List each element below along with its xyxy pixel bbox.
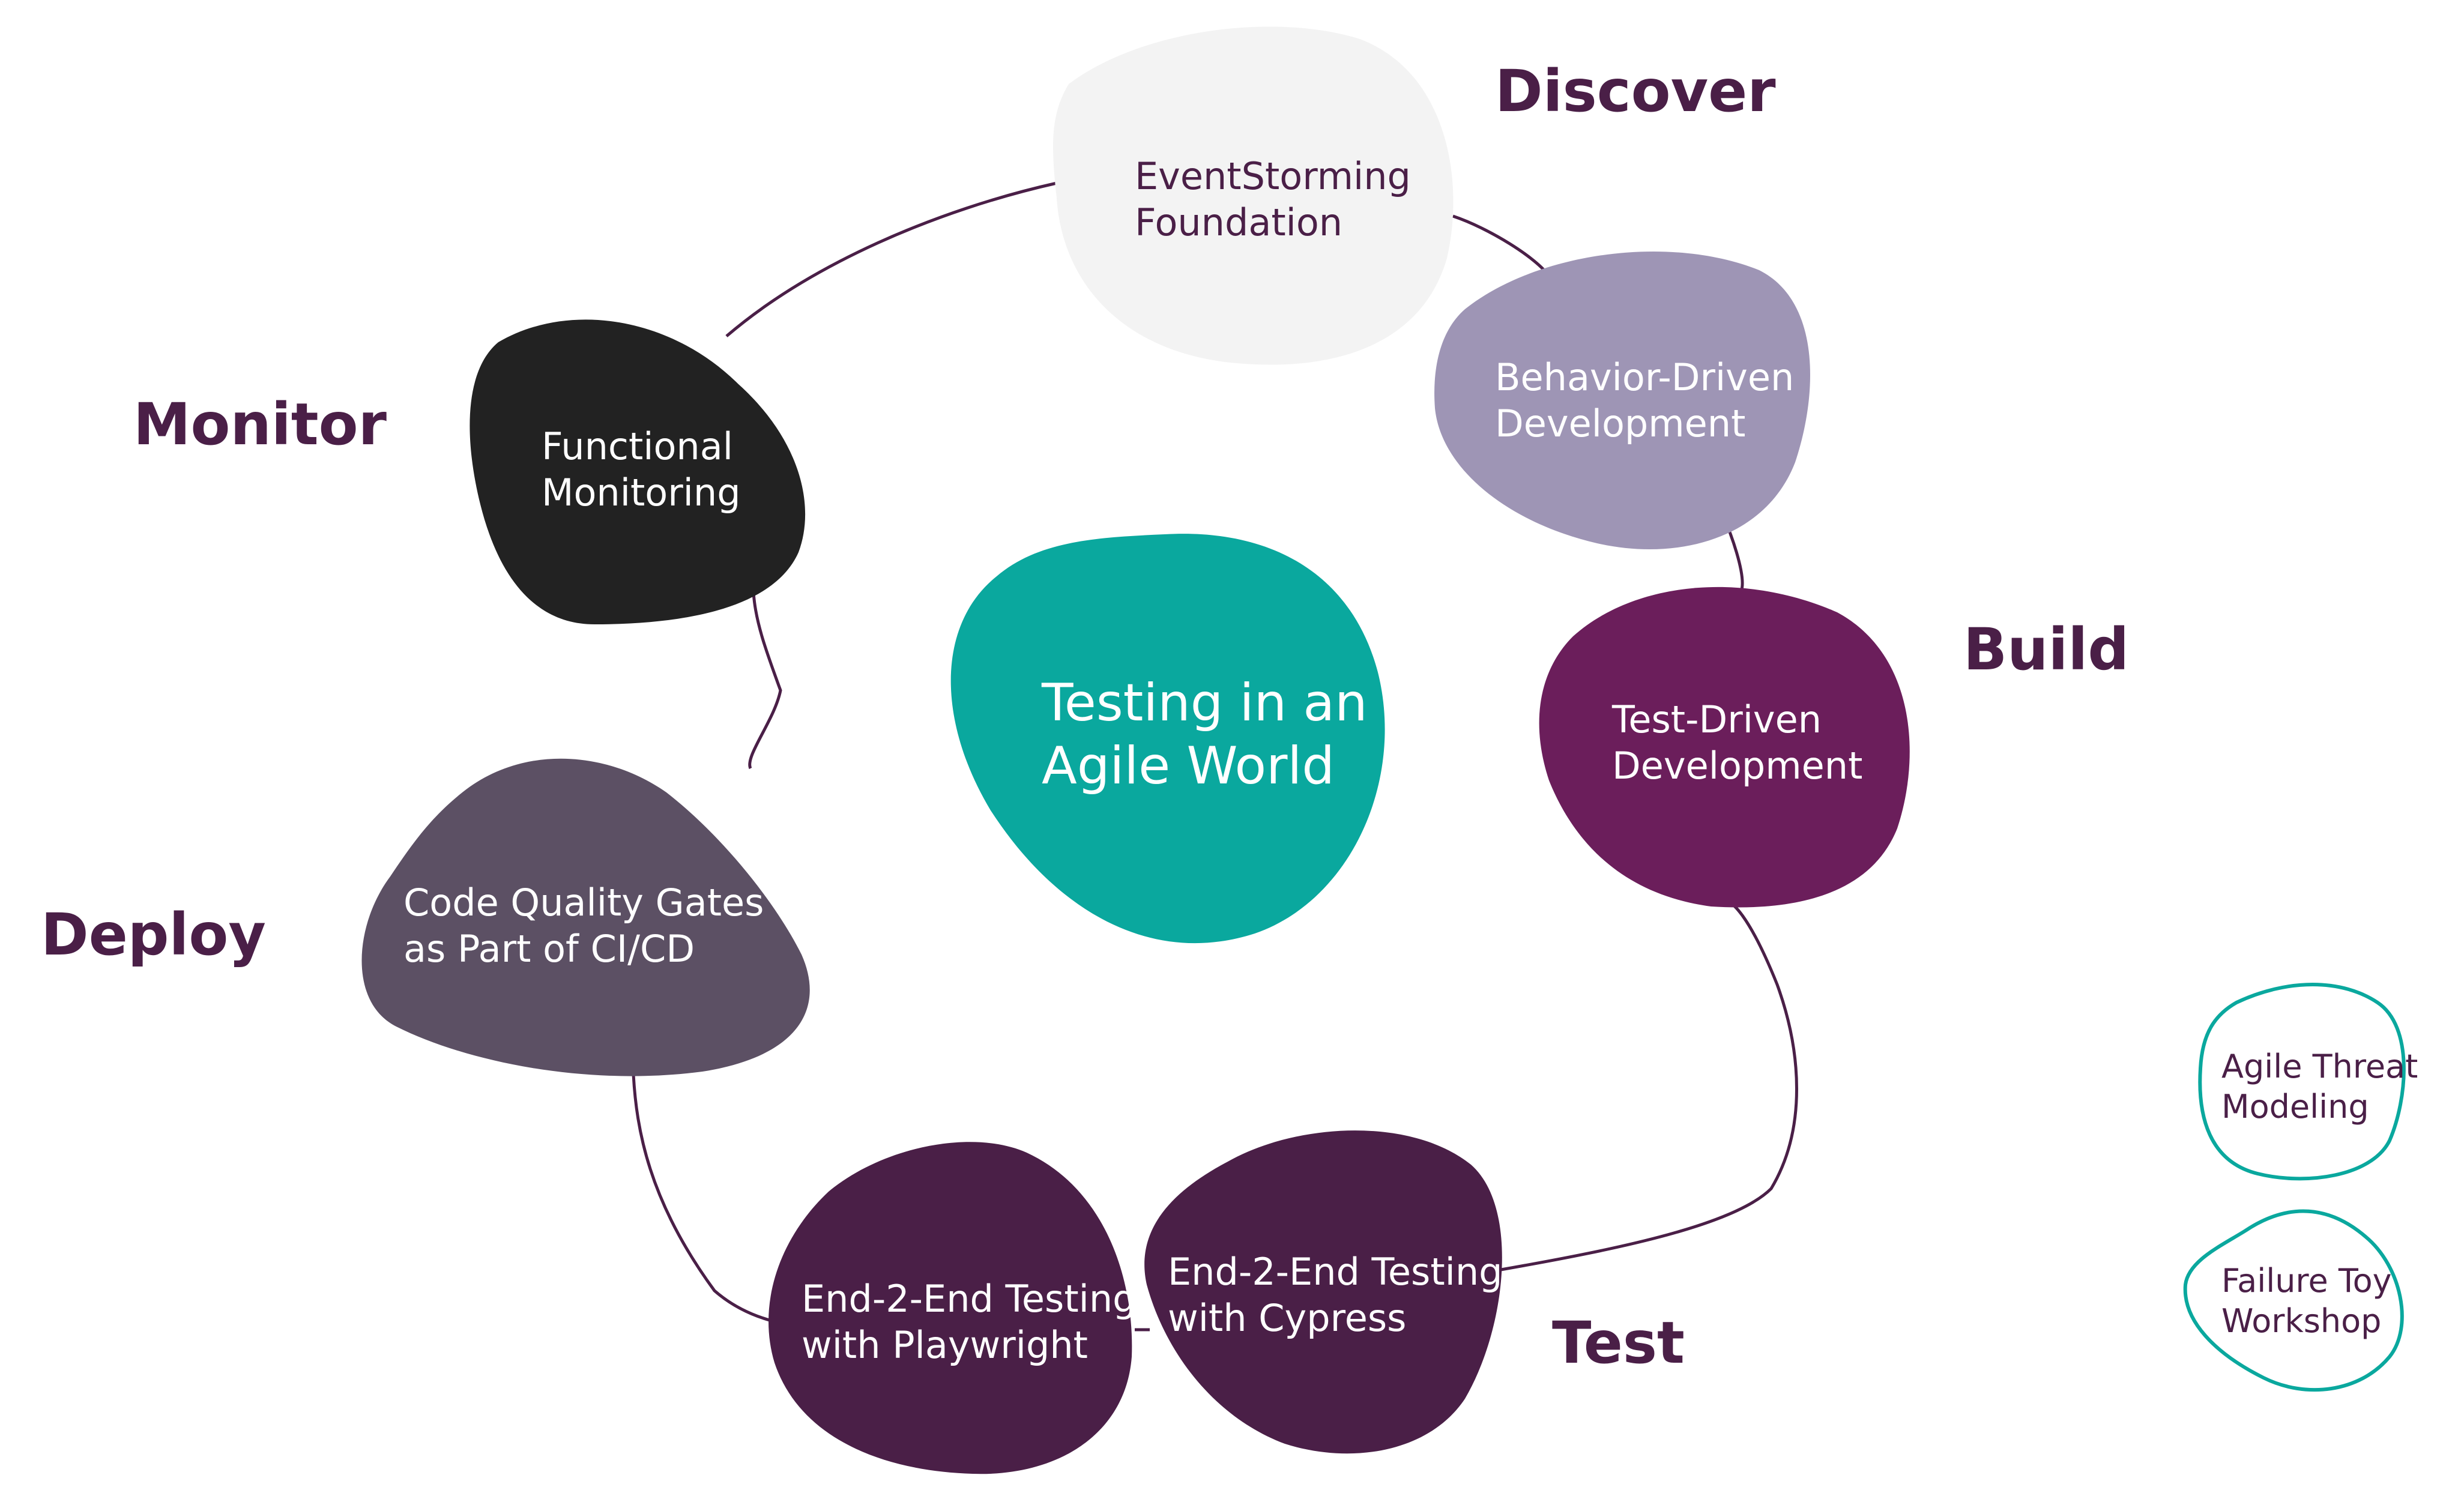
phase-deploy-label: Deploy (41, 901, 266, 968)
phase-discover-label: Discover (1495, 58, 1776, 125)
blob-bdd-label: Behavior-Driven Development (1495, 355, 1806, 445)
cycle-connector-line (632, 181, 1798, 1332)
extra-failure-toy-line-2: Workshop (2221, 1302, 2381, 1340)
blob-monitoring-shape (470, 319, 806, 624)
blob-monitoring-line-1: Functional (542, 424, 733, 468)
extra-threat-modeling-label: Agile Threat Modeling (2221, 1048, 2429, 1126)
blob-bdd-line-2: Development (1495, 402, 1745, 445)
blob-quality-gates: Code Quality Gates as Part of CI/CD (361, 758, 810, 1076)
center-blob: Testing in an Agile World (950, 534, 1385, 944)
blob-tdd: Test-Driven Development (1539, 587, 1910, 908)
blob-bdd-line-1: Behavior-Driven (1495, 355, 1794, 399)
blob-eventstorming-line-1: EventStorming (1135, 154, 1411, 198)
extra-threat-modeling-shape (2198, 983, 2406, 1181)
blob-cypress-label: End-2-End Testing with Cypress (1168, 1250, 1514, 1340)
phase-build-label: Build (1963, 616, 2129, 683)
blob-playwright-line-2: with Playwright (802, 1323, 1088, 1367)
extra-failure-toy: Failure Toy Workshop (2183, 1209, 2404, 1392)
extra-threat-modeling-line-2: Modeling (2221, 1088, 2369, 1126)
blob-playwright-line-1: End-2-End Testing (802, 1277, 1137, 1321)
blob-eventstorming: EventStorming Foundation (1053, 26, 1454, 365)
blob-cypress-shape (1144, 1130, 1502, 1454)
blob-playwright: End-2-End Testing with Playwright (768, 1142, 1148, 1474)
blob-cypress: End-2-End Testing with Cypress (1144, 1130, 1514, 1454)
blob-cypress-line-1: End-2-End Testing (1168, 1250, 1503, 1294)
center-title-line-1: Testing in an (1041, 673, 1368, 733)
blob-quality-gates-shape (361, 758, 810, 1076)
blob-cypress-line-2: with Cypress (1168, 1296, 1406, 1340)
blob-monitoring-line-2: Monitoring (542, 471, 741, 514)
extra-failure-toy-shape (2183, 1209, 2404, 1392)
blob-quality-gates-line-1: Code Quality Gates (403, 881, 764, 924)
blob-monitoring-label: Functional Monitoring (542, 424, 745, 514)
phase-monitor-label: Monitor (133, 391, 387, 458)
extra-threat-modeling-line-1: Agile Threat (2221, 1048, 2418, 1085)
extra-threat-modeling: Agile Threat Modeling (2198, 983, 2429, 1181)
blob-bdd-shape (1434, 252, 1810, 550)
blob-tdd-line-1: Test-Driven (1611, 698, 1822, 741)
blob-tdd-label: Test-Driven Development (1611, 698, 1862, 788)
blob-eventstorming-shape (1053, 26, 1454, 365)
phase-test-label: Test (1552, 1309, 1685, 1377)
center-blob-shape (950, 534, 1385, 944)
blob-monitoring: Functional Monitoring (470, 319, 806, 624)
extra-failure-toy-line-1: Failure Toy (2221, 1262, 2392, 1300)
blob-tdd-shape (1539, 587, 1910, 908)
blob-eventstorming-line-2: Foundation (1135, 201, 1342, 244)
blob-playwright-shape (768, 1142, 1132, 1474)
blob-bdd: Behavior-Driven Development (1434, 252, 1810, 550)
blob-eventstorming-label: EventStorming Foundation (1135, 154, 1423, 244)
center-title: Testing in an Agile World (1041, 673, 1384, 796)
blob-tdd-line-2: Development (1612, 744, 1862, 788)
blob-quality-gates-line-2: as Part of CI/CD (403, 927, 695, 971)
blob-playwright-label: End-2-End Testing with Playwright (802, 1277, 1148, 1367)
extra-failure-toy-label: Failure Toy Workshop (2221, 1262, 2402, 1340)
blob-quality-gates-label: Code Quality Gates as Part of CI/CD (403, 881, 776, 971)
center-title-line-2: Agile World (1042, 736, 1335, 796)
